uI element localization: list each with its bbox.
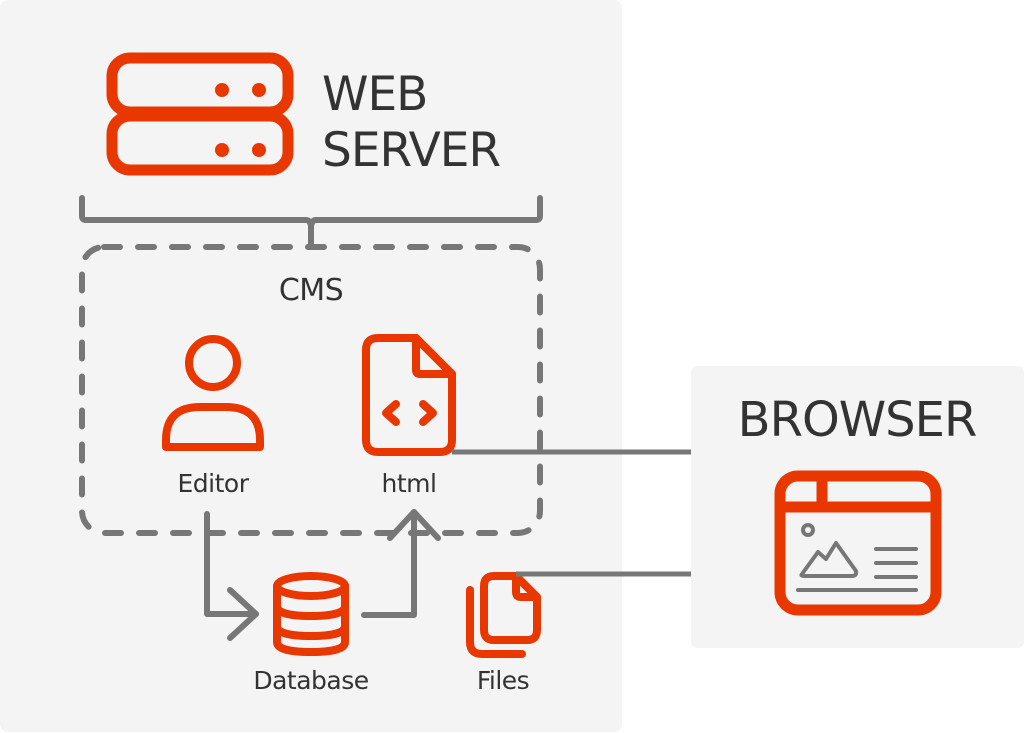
editor-to-database-arrow bbox=[204, 511, 259, 617]
web-server-panel bbox=[0, 0, 622, 732]
database-label: Database bbox=[253, 666, 368, 695]
user-icon bbox=[162, 335, 264, 451]
arrowhead-up bbox=[387, 509, 441, 541]
browser-window-icon bbox=[774, 470, 942, 616]
cms-label: CMS bbox=[279, 273, 343, 308]
arrowhead-right bbox=[227, 587, 259, 641]
files-label: Files bbox=[477, 666, 529, 695]
mountain-icon bbox=[799, 541, 859, 578]
html-label: html bbox=[382, 469, 437, 498]
browser-title: BROWSER bbox=[738, 392, 977, 448]
editor-label: Editor bbox=[178, 469, 250, 498]
sun-icon bbox=[801, 523, 815, 537]
files-icon bbox=[466, 572, 541, 658]
web-server-title-line2: SERVER bbox=[322, 123, 500, 178]
cms-boundary bbox=[79, 244, 543, 536]
code-file-icon bbox=[362, 334, 456, 456]
database-icon bbox=[273, 572, 349, 656]
database-to-html-arrow bbox=[361, 509, 417, 618]
web-server-title-line1: WEB bbox=[322, 67, 427, 122]
server-icon bbox=[106, 52, 294, 176]
